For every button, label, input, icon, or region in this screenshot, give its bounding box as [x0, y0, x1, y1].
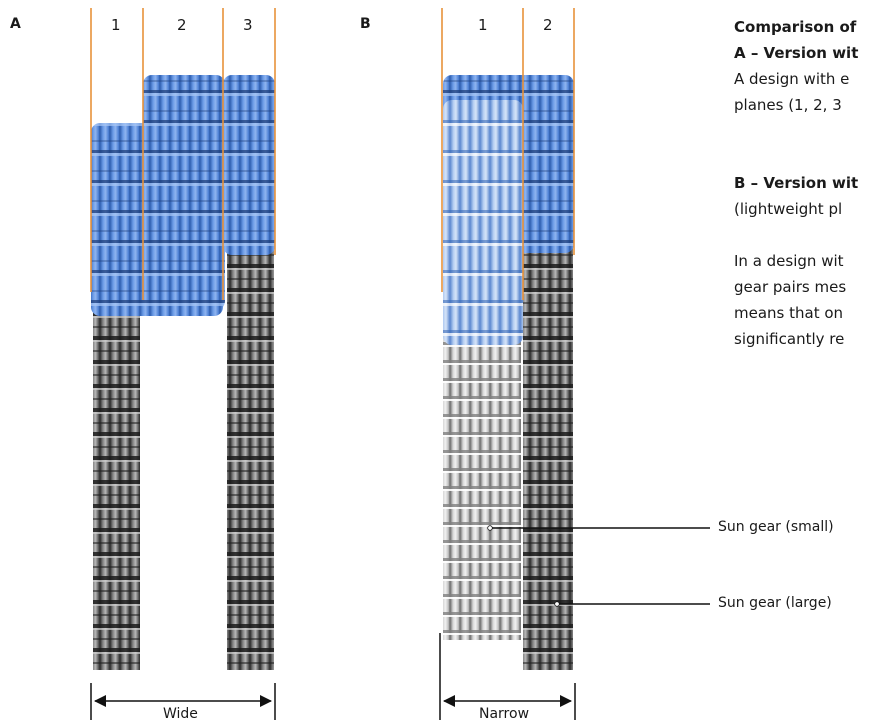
sun-gear-large — [523, 245, 573, 670]
panel-b — [439, 8, 710, 720]
description-paragraph-3: means that on — [734, 304, 844, 322]
gear-a-column-3 — [227, 245, 274, 670]
dimension-b — [439, 633, 576, 720]
description-heading-a: A – Version wit — [734, 44, 859, 62]
planet-gear-a-plane-1 — [91, 123, 223, 316]
panel-label-a: A — [10, 16, 21, 32]
plane-lines-a — [90, 8, 276, 300]
description-text-b-1: (lightweight pl — [734, 200, 843, 218]
description-text-a-2: planes (1, 2, 3 — [734, 96, 842, 114]
description-text-a-1: A design with e — [734, 70, 850, 88]
dimension-a — [90, 683, 276, 720]
planet-gear-a-plane-3 — [223, 75, 275, 255]
description-paragraph-4: significantly re — [734, 330, 845, 348]
panel-label-b: B — [360, 16, 371, 32]
callout-leaders — [490, 527, 710, 605]
plane-number-b-2: 2 — [543, 16, 553, 34]
description-title: Comparison of — [734, 18, 857, 36]
callout-sun-gear-small: Sun gear (small) — [718, 519, 834, 535]
sun-gear-small — [443, 330, 521, 640]
dimension-label-wide: Wide — [163, 706, 198, 722]
description-heading-b: B – Version wit — [734, 174, 859, 192]
callout-sun-gear-large: Sun gear (large) — [718, 595, 832, 611]
plane-number-a-2: 2 — [177, 16, 187, 34]
plane-lines-b — [441, 8, 575, 300]
callout-dot-large — [554, 601, 560, 607]
planet-gear-b-plane-1 — [443, 100, 523, 345]
gear-a-column-1 — [93, 300, 140, 670]
callout-dot-small — [487, 525, 493, 531]
plane-number-b-1: 1 — [478, 16, 488, 34]
panel-a — [90, 8, 276, 720]
description-paragraph-1: In a design wit — [734, 252, 844, 270]
dimension-label-narrow: Narrow — [479, 706, 530, 722]
description-paragraph-2: gear pairs mes — [734, 278, 847, 296]
plane-number-a-3: 3 — [243, 16, 253, 34]
plane-number-a-1: 1 — [111, 16, 121, 34]
